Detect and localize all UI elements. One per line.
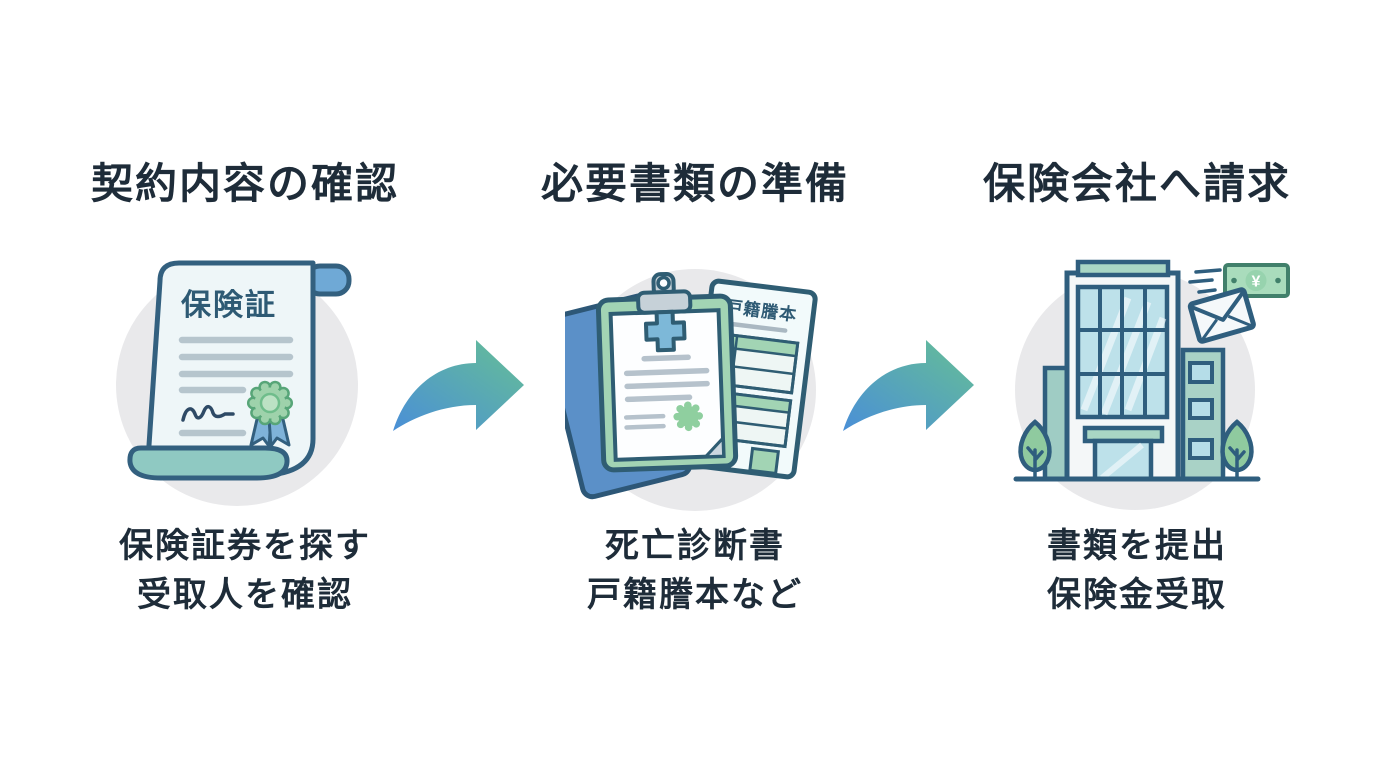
side-building: [1180, 347, 1226, 482]
caption-line: 戸籍謄本など: [587, 576, 803, 614]
step2-title: 必要書類の準備: [540, 160, 849, 207]
caption-line: 書類を提出: [1047, 527, 1227, 565]
clipboard-small-lines: [623, 413, 666, 430]
caption-line: 保険証券を探す: [119, 527, 371, 565]
step1-caption: 保険証券を探す 受取人を確認: [25, 522, 465, 620]
flow-arrow-1-icon: [393, 340, 524, 431]
envelope-icon: [1187, 287, 1256, 344]
signature-squiggle: [181, 404, 235, 422]
caption-line: 死亡診断書: [605, 527, 785, 565]
ribbon-seal-icon: [246, 380, 294, 448]
step3-title: 保険会社へ請求: [982, 160, 1291, 207]
step3-caption: 書類を提出 保険金受取: [917, 522, 1357, 620]
documents-clipboard-icon: 戸籍謄本: [565, 269, 818, 511]
window-grid-lines: [1078, 287, 1167, 417]
clipboard-text-lines: [623, 354, 710, 403]
clipboard-seal: [673, 401, 704, 432]
step2-caption: 死亡診断書 戸籍謄本など: [475, 522, 915, 620]
main-building: [1064, 259, 1181, 482]
caption-line: 保険金受取: [1047, 576, 1227, 614]
document-text-lines: [178, 336, 294, 437]
folded-corner: [704, 436, 726, 459]
clip-hole: [656, 275, 671, 291]
scroll-bottom-roll: [127, 445, 290, 481]
step1-title: 契約内容の確認: [90, 160, 399, 207]
tree-right-icon: [1220, 419, 1254, 481]
door-streak: [1100, 442, 1144, 479]
yen-symbol: ¥: [1252, 274, 1261, 291]
insurance-company-building-icon: ¥: [1013, 259, 1290, 510]
insurance-policy-scroll-icon: 保険証: [116, 260, 358, 506]
speed-lines: [1188, 268, 1222, 294]
flow-arrow-2-icon: [843, 340, 974, 431]
medical-clipboard: [595, 271, 739, 473]
caption-line: 受取人を確認: [137, 576, 353, 614]
register-stamp-square: [748, 446, 781, 476]
clip-base: [636, 289, 693, 315]
policy-label-text: 保険証: [181, 289, 277, 322]
roof-sign: [1075, 259, 1171, 278]
tree-left-icon: [1018, 419, 1052, 481]
medical-cross-icon: [643, 309, 687, 353]
